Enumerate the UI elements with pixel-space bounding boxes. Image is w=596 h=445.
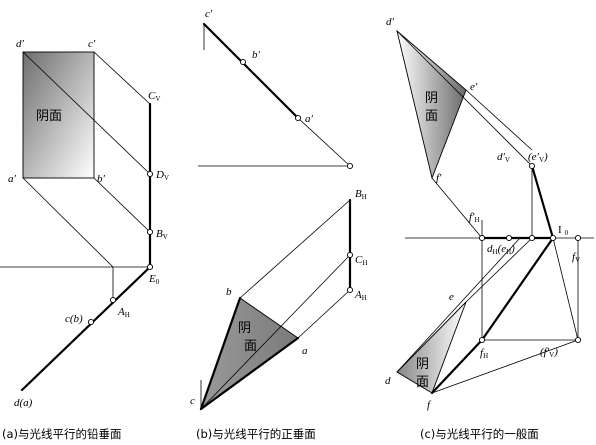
point-DV [146, 170, 154, 178]
label-fH-prime: f′H [469, 211, 480, 224]
point-CH [346, 251, 354, 259]
ray-c-7 [552, 237, 579, 341]
label-BV: BV [156, 228, 168, 241]
label-eV: (e′V) [528, 151, 548, 164]
label-a-prime-b: a′ [305, 113, 314, 125]
label-E0: E0 [148, 273, 160, 286]
shadow-face-a [22, 51, 95, 179]
label-a-prime-a: a′ [8, 173, 17, 185]
panel-b: 阴 面 c′ b′ a′ BH CH AH b a c (b)与光线平行的正垂面 [190, 8, 367, 441]
panel-c: 阴 面 阴 面 d′ e′ f′ d′V [385, 16, 594, 441]
label-d-prime-a: d′ [16, 38, 25, 50]
point-ox-b [346, 162, 354, 170]
shadow-line-c-1 [530, 164, 555, 240]
label-f-c: f [427, 399, 432, 411]
ray-b-3 [297, 289, 351, 339]
point-I0 [549, 234, 557, 242]
point-fH [478, 336, 486, 344]
label-c-prime-b: c′ [205, 8, 213, 20]
label-dV: d′V [497, 151, 510, 164]
label-e-prime-c: e′ [470, 81, 478, 93]
ray-a-3 [22, 177, 114, 268]
label-AH-a: AH [117, 306, 130, 319]
label-DV: DV [155, 169, 169, 182]
ray-b-1 [297, 117, 351, 167]
point-fV [574, 234, 582, 242]
face-label-c-top-2: 面 [425, 109, 438, 124]
ray-b-2 [239, 199, 351, 299]
point-a-prime-b [294, 114, 302, 122]
shadow-face-c-top [396, 29, 467, 180]
label-c: c [190, 395, 195, 407]
ray-c-4 [465, 237, 533, 303]
label-d-prime-c: d′ [386, 16, 395, 28]
ray-b-4 [200, 254, 351, 410]
label-e-c: e [449, 291, 454, 303]
label-b: b [226, 286, 232, 298]
ray-a-2 [93, 51, 151, 105]
shadow-line-b-2 [199, 336, 300, 411]
point-fV-paren [574, 336, 582, 344]
point-eH [528, 234, 536, 242]
label-a: a [302, 345, 308, 357]
panel-a: 阴面 d′ c′ a′ b′ CV DV BV E0 AH c(b) d(a) … [0, 38, 169, 441]
label-b-prime-a: b′ [97, 173, 106, 185]
label-cb: c(b) [65, 313, 83, 325]
label-f-prime-c: f′ [436, 172, 442, 184]
face-label-b-1: 阴 [238, 321, 251, 336]
point-eV [528, 162, 536, 170]
label-b-prime-b: b′ [252, 49, 261, 61]
label-c-prime-a: c′ [88, 38, 96, 50]
point-E0 [146, 263, 154, 271]
point-cb [87, 318, 95, 326]
ray-c-2 [465, 89, 533, 151]
label-CV: CV [148, 90, 160, 103]
face-label-c-bot-2: 面 [416, 375, 429, 390]
point-AH-b [346, 286, 354, 294]
point-dH [505, 234, 513, 242]
ray-a-1 [22, 51, 151, 175]
point-b-prime [239, 58, 247, 66]
face-label-b-2: 面 [244, 339, 257, 354]
label-fH: fH [480, 347, 488, 360]
ray-c-5 [431, 339, 579, 394]
face-label-c-bot-1: 阴 [416, 357, 429, 372]
ray-c-3 [431, 177, 483, 239]
shadow-line-a-h [20, 265, 152, 392]
label-d-c: d [385, 375, 391, 387]
label-fV: fV [572, 251, 580, 264]
caption-a: (a)与光线平行的铅垂面 [2, 427, 122, 441]
caption-c: (c)与光线平行的一般面 [420, 427, 539, 441]
ray-c-8 [396, 237, 521, 373]
point-BV [146, 228, 154, 236]
face-label-c-top-1: 阴 [425, 91, 438, 106]
shadow-face-c-bot [396, 301, 467, 394]
shadow-line-c-3 [480, 236, 555, 342]
label-dH-eH: dH(eH) [487, 243, 515, 256]
label-BH: BH [355, 188, 367, 201]
label-fV-paren: (f′V) [540, 346, 558, 359]
point-fH-prime [478, 234, 486, 242]
front-edge-b [202, 22, 300, 120]
point-AH [109, 296, 117, 304]
shadow-line-b-1 [199, 296, 242, 411]
caption-b: (b)与光线平行的正垂面 [196, 427, 316, 441]
label-CH: CH [355, 254, 367, 267]
shadow-line-c-4 [430, 338, 484, 395]
label-da: d(a) [14, 397, 33, 409]
ray-a-4 [93, 177, 151, 233]
ray-c-1 [396, 30, 533, 167]
face-label-a: 阴面 [36, 109, 62, 124]
label-AH-b: AH [354, 289, 367, 302]
